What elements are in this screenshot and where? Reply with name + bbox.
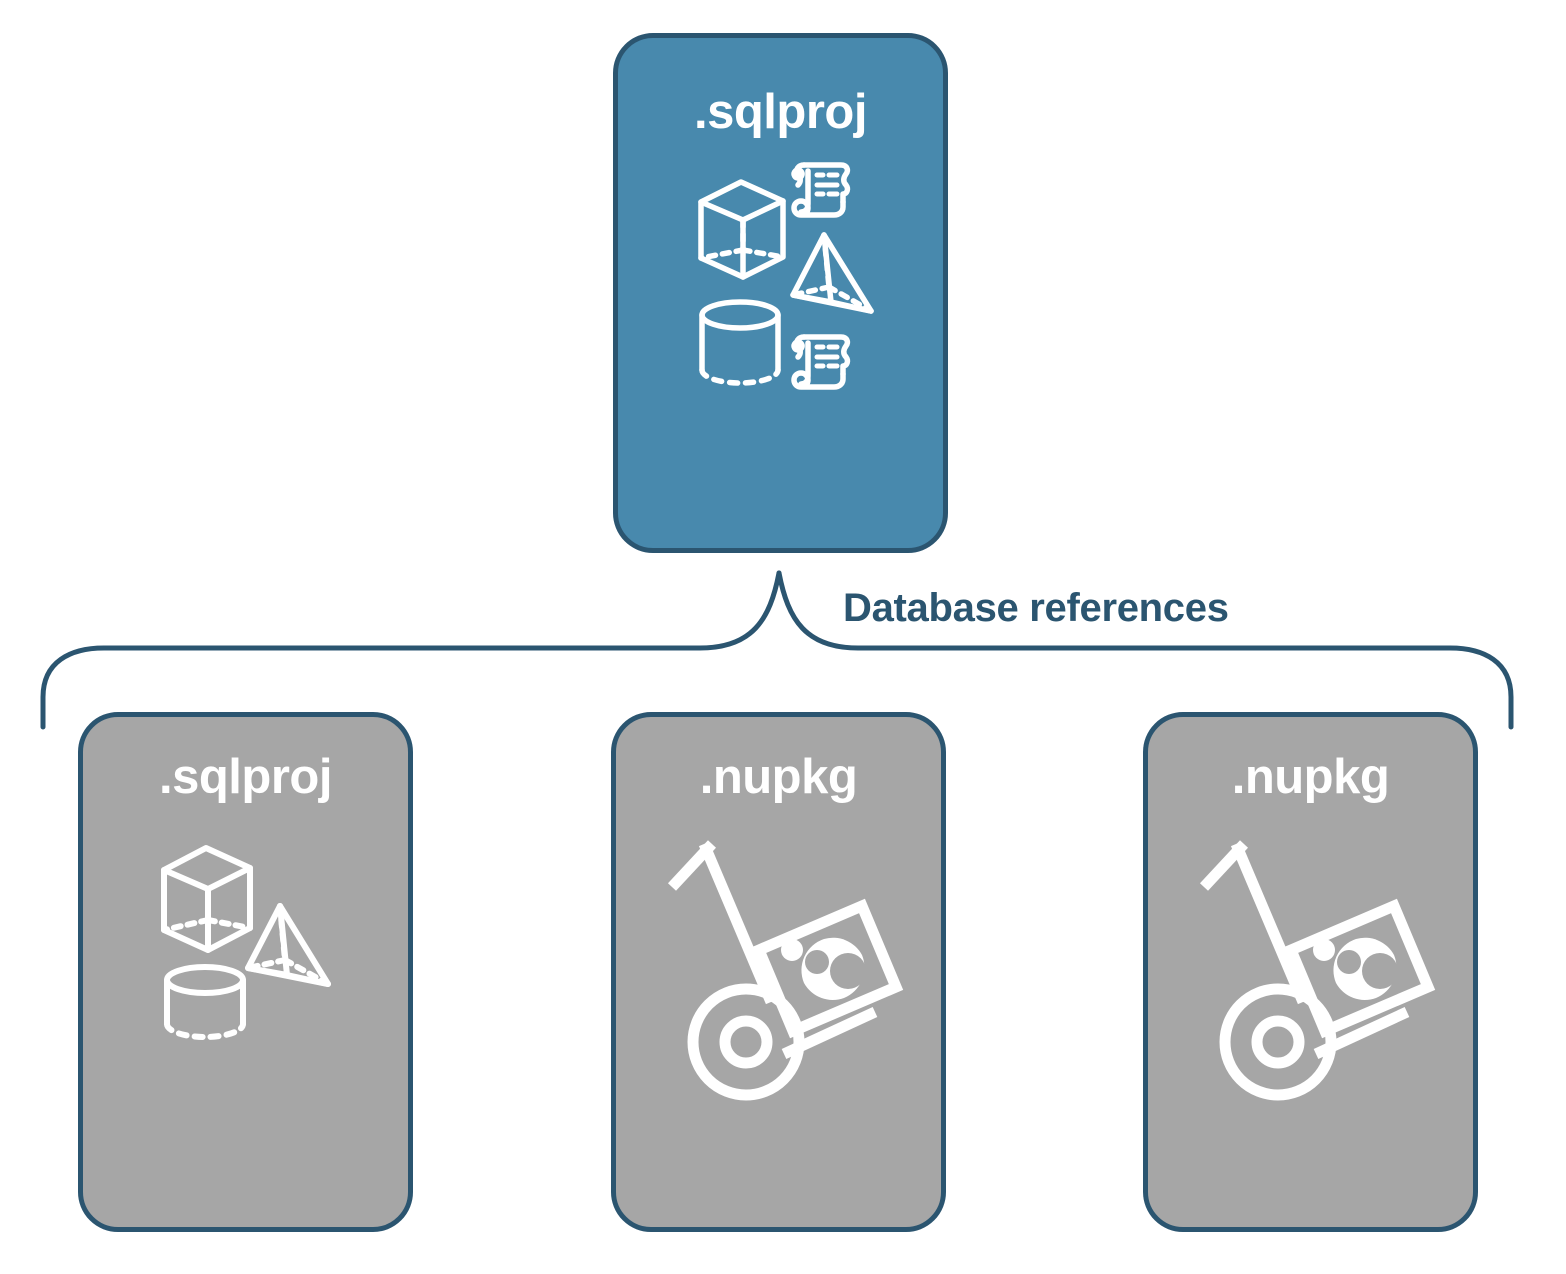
cube-3d-icon <box>160 845 253 953</box>
root-sqlproj-card[interactable]: .sqlproj <box>613 33 948 553</box>
reference-card-nupkg-1[interactable]: .nupkg <box>611 712 946 1232</box>
root-card-title: .sqlproj <box>694 85 867 139</box>
nuget-package-dolly-icon <box>1166 826 1456 1106</box>
cylinder-3d-icon <box>163 964 246 1040</box>
database-references-label: Database references <box>843 586 1229 630</box>
reference-card-nupkg-2[interactable]: .nupkg <box>1143 712 1478 1232</box>
script-scroll-icon <box>790 334 850 390</box>
sqlproj-objects-icon-group <box>671 147 891 407</box>
reference-card-title: .sqlproj <box>159 750 332 804</box>
reference-card-title: .nupkg <box>699 750 858 804</box>
pyramid-3d-icon <box>789 232 874 314</box>
pyramid-3d-icon <box>244 903 331 987</box>
reference-card-title: .nupkg <box>1231 750 1390 804</box>
script-scroll-icon <box>790 162 850 218</box>
reference-card-sqlproj[interactable]: .sqlproj <box>78 712 413 1232</box>
cylinder-3d-icon <box>698 299 781 386</box>
cube-3d-icon <box>697 179 786 280</box>
sqlproj-objects-icon-group <box>140 828 352 1048</box>
nuget-package-dolly-icon <box>634 826 924 1106</box>
